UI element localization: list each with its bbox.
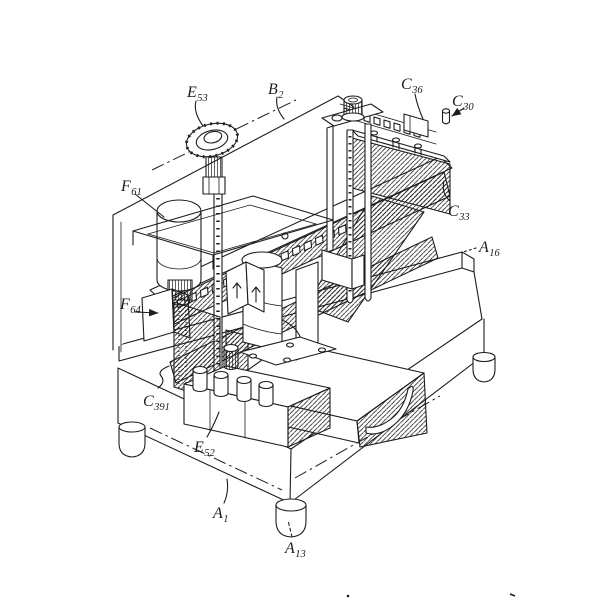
knurled-knob (342, 96, 364, 121)
top-bracket-assembly (322, 96, 383, 303)
central-tower (226, 252, 336, 365)
ref-label-c33: C33 (448, 203, 470, 223)
drawer-handle (366, 386, 413, 434)
lower-block-e52 (184, 345, 330, 448)
ref-label-c391: C391 (143, 393, 170, 413)
reference-labels: E53 B2 C36 C30 F61 C33 A16 F64 C391 E52 … (119, 76, 501, 560)
base-foot-front (276, 499, 306, 537)
base-foot-left (119, 422, 145, 457)
ref-label-c36: C36 (401, 76, 423, 96)
ref-label-e53: E53 (186, 84, 208, 104)
leader-lines (135, 94, 476, 537)
ref-label-b2: B2 (268, 81, 284, 101)
ref-label-e52: E52 (193, 439, 216, 459)
end-block (340, 104, 450, 214)
ref-label-f64: F64 (119, 296, 142, 316)
ref-label-a13: A13 (284, 540, 306, 560)
machine-base (118, 252, 495, 537)
ref-label-f61: F61 (120, 178, 142, 198)
pin-c30 (443, 109, 450, 124)
carriage-block (226, 262, 264, 314)
bosses (193, 345, 273, 407)
page-specks (346, 594, 515, 598)
handwheel (183, 118, 241, 194)
ref-label-a1: A1 (212, 505, 229, 525)
ref-label-c30: C30 (452, 93, 474, 113)
ref-label-a16: A16 (478, 239, 501, 259)
base-foot-right (473, 353, 495, 383)
flange-plate (240, 337, 336, 365)
